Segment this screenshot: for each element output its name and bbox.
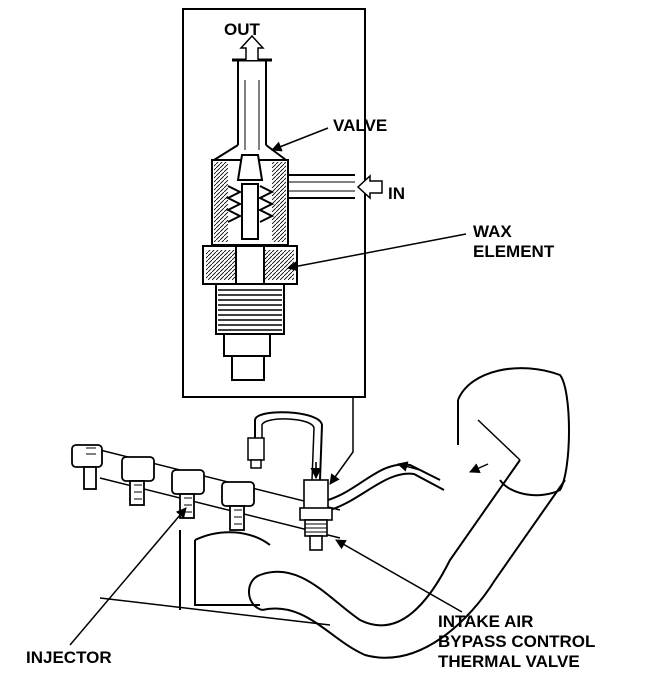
- thermal-valve-label-line2: BYPASS CONTROL: [438, 632, 596, 651]
- thermal-valve-label-line1: INTAKE AIR: [438, 612, 534, 631]
- injector-2: [121, 456, 155, 506]
- inset-connector: [329, 397, 354, 485]
- in-arrow: [356, 174, 383, 200]
- hose-flow-arrow: [396, 461, 421, 472]
- wax-element-leader: [286, 233, 467, 272]
- in-label: IN: [388, 184, 405, 203]
- injector-3: [171, 469, 205, 519]
- wax-element-label: WAX ELEMENT: [473, 222, 555, 261]
- out-arrow: [239, 34, 265, 60]
- thermal-valve-leader: [335, 539, 463, 613]
- rail-valve: [247, 437, 265, 469]
- injector-1: [71, 444, 103, 490]
- injector-label: INJECTOR: [26, 648, 112, 667]
- injector-leader: [69, 507, 187, 646]
- airbox-flow-arrow: [469, 463, 489, 473]
- valve-leader: [271, 127, 329, 152]
- valve-label: VALVE: [333, 116, 388, 135]
- thermal-valve: [299, 462, 333, 551]
- valve-cross-section: [202, 58, 355, 381]
- thermal-valve-label-line3: THERMAL VALVE: [438, 652, 580, 671]
- out-label: OUT: [224, 20, 260, 39]
- injector-4: [221, 481, 255, 531]
